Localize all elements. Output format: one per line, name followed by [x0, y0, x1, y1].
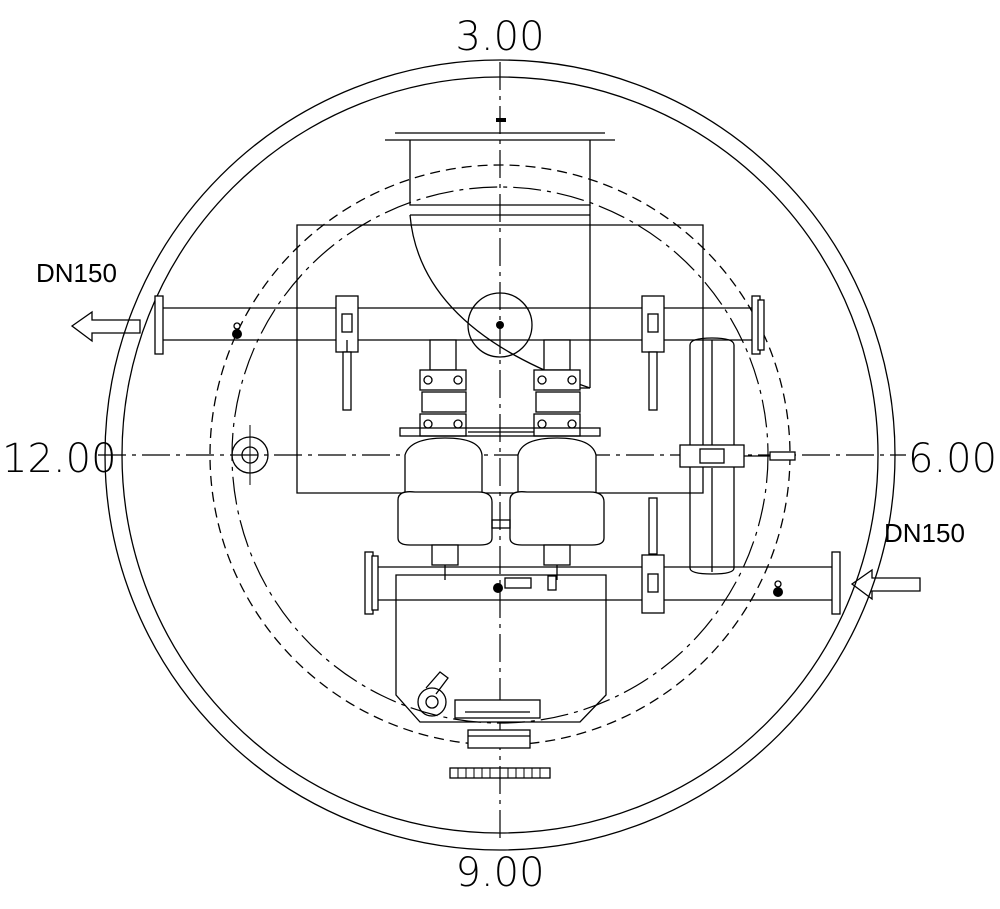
inlet-manifold	[364, 497, 841, 615]
lower-chamber	[395, 574, 607, 723]
inlet-arrow	[850, 568, 921, 601]
orientation-label-right: 6.00	[908, 436, 997, 482]
discharge-riser	[467, 292, 533, 358]
pump-2	[509, 339, 605, 580]
discharge-manifold	[154, 295, 765, 411]
orientation-label-bottom: 9.00	[455, 850, 544, 896]
inlet-pipe-size-label: DN150	[884, 518, 965, 548]
drain-fitting	[231, 425, 269, 485]
pump-baseplate	[399, 427, 601, 529]
orientation-label-top: 3.00	[455, 14, 544, 60]
outlet-pipe-size-label: DN150	[36, 258, 117, 288]
outlet-arrow	[70, 310, 141, 343]
inner-frame	[296, 224, 704, 494]
access-ladder	[449, 729, 551, 779]
bypass-riser	[679, 337, 796, 575]
orientation-label-left: 12.00	[2, 436, 117, 482]
pump-1	[397, 339, 493, 580]
